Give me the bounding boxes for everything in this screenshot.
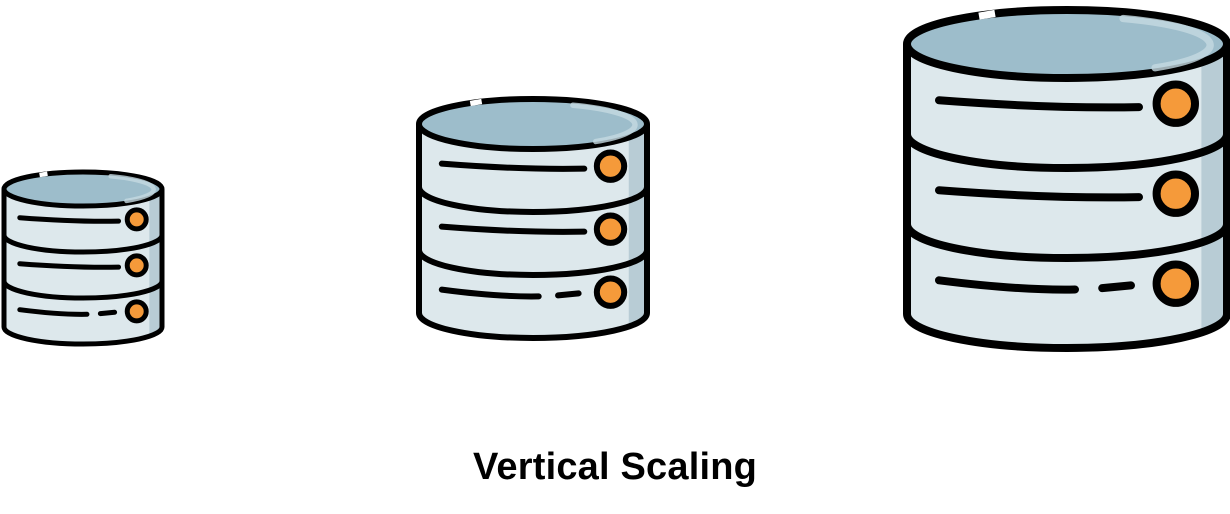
status-led-icon: [124, 299, 149, 324]
diagram-caption: Vertical Scaling: [472, 446, 758, 488]
status-led-icon: [124, 207, 149, 232]
status-led-icon: [593, 149, 628, 183]
unit-divider: [416, 184, 650, 215]
status-led-icon: [593, 212, 628, 246]
unit-indicator-line: [935, 276, 1079, 294]
status-led-icon: [124, 253, 149, 278]
unit-indicator-line: [438, 286, 542, 300]
unit-divider: [903, 130, 1230, 172]
unit-indicator-line: [438, 223, 588, 235]
unit-indicator-line: [935, 96, 1143, 112]
cylinder-shade: [628, 124, 648, 327]
server-large-icon: [903, 6, 1230, 352]
unit-indicator-dash: [97, 309, 118, 317]
cylinder-top: [416, 96, 650, 152]
cylinder-outline: [903, 44, 1230, 352]
top-highlight: [570, 102, 638, 145]
rim-gap: [469, 98, 483, 107]
unit-divider: [416, 247, 650, 278]
cylinder-shade: [1201, 44, 1228, 333]
unit-indicator-line: [438, 160, 588, 172]
cylinder-outline: [416, 124, 650, 341]
unit-divider: [1, 278, 165, 301]
status-led-icon: [1152, 80, 1200, 127]
top-highlight: [108, 174, 156, 204]
cylinder-shade: [149, 189, 163, 337]
cylinder-top: [903, 6, 1230, 82]
unit-indicator-line: [17, 307, 90, 317]
top-highlight: [1119, 14, 1214, 72]
unit-divider: [903, 220, 1230, 262]
unit-divider: [1, 232, 165, 255]
unit-indicator-line: [935, 186, 1143, 202]
status-led-icon: [1152, 170, 1200, 217]
unit-indicator-dash: [1098, 281, 1135, 293]
server-small-icon: [1, 169, 165, 347]
server-medium-icon: [416, 96, 650, 341]
cylinder-outline: [1, 189, 165, 347]
rim-gap: [978, 9, 996, 20]
cylinder-top: [1, 169, 165, 209]
unit-indicator-line: [17, 215, 122, 224]
status-led-icon: [1152, 260, 1200, 307]
status-led-icon: [593, 275, 628, 309]
unit-indicator-dash: [555, 290, 582, 299]
rim-gap: [39, 171, 48, 178]
unit-indicator-line: [17, 261, 122, 270]
